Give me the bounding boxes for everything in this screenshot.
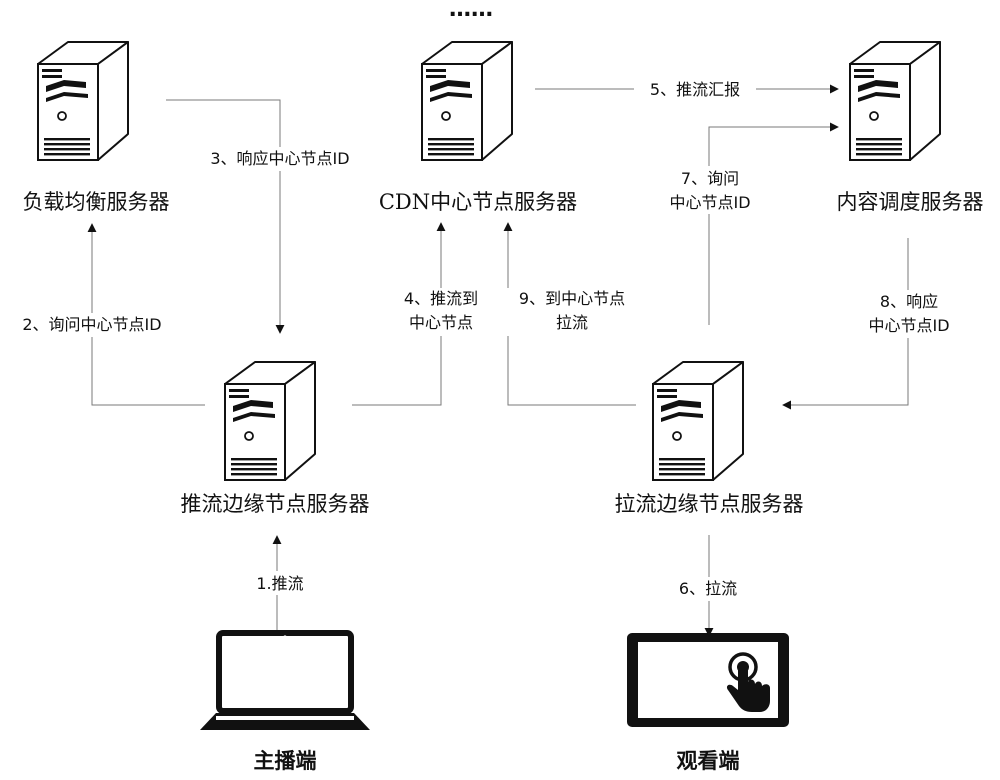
edge-4-line xyxy=(352,222,446,406)
edge-5-label: 5、推流汇报 xyxy=(634,78,756,102)
svg-text:中心节点: 中心节点 xyxy=(409,313,473,332)
svg-text:6、拉流: 6、拉流 xyxy=(679,579,737,598)
edge-7-line xyxy=(708,122,839,325)
edge-7-label: 7、询问 中心节点ID xyxy=(662,166,758,214)
edge-1-label: 1.推流 xyxy=(248,571,312,595)
cdn-center-label: CDN中心节点服务器 xyxy=(379,190,577,214)
pull-edge-server-icon xyxy=(652,361,744,481)
svg-text:3、响应中心节点ID: 3、响应中心节点ID xyxy=(210,149,349,168)
load-balancer-server-icon xyxy=(37,41,129,161)
edge-9-label: 9、到中心节点 拉流 xyxy=(503,288,641,336)
load-balancer-label: 负载均衡服务器 xyxy=(23,190,170,214)
pull-edge-label: 拉流边缘节点服务器 xyxy=(615,492,804,516)
svg-text:中心节点ID: 中心节点ID xyxy=(669,193,750,212)
edge-3-line xyxy=(166,99,285,334)
push-edge-server-icon xyxy=(224,361,316,481)
svg-text:8、响应: 8、响应 xyxy=(880,292,938,311)
edge-2-line xyxy=(87,223,205,406)
edge-8-label: 8、响应 中心节点ID xyxy=(858,290,960,338)
cdn-center-server-icon xyxy=(421,41,513,161)
edge-4-label: 4、推流到 中心节点 xyxy=(394,288,488,336)
laptop-icon xyxy=(200,630,370,730)
touch-hand-icon xyxy=(726,652,770,712)
edge-9-line xyxy=(503,222,636,406)
broadcaster-label: 主播端 xyxy=(254,748,317,773)
ellipsis: …… xyxy=(449,0,493,22)
svg-text:9、到中心节点: 9、到中心节点 xyxy=(519,289,625,308)
tablet-icon xyxy=(627,633,789,727)
svg-text:4、推流到: 4、推流到 xyxy=(404,289,478,308)
content-scheduler-server-icon xyxy=(849,41,941,161)
edge-2-label: 2、询问中心节点ID xyxy=(4,313,180,337)
svg-text:5、推流汇报: 5、推流汇报 xyxy=(650,80,740,99)
svg-text:2、询问中心节点ID: 2、询问中心节点ID xyxy=(22,315,161,334)
push-edge-label: 推流边缘节点服务器 xyxy=(181,492,370,516)
content-scheduler-label: 内容调度服务器 xyxy=(837,190,984,214)
svg-text:拉流: 拉流 xyxy=(556,313,588,332)
svg-text:7、询问: 7、询问 xyxy=(681,169,739,188)
svg-text:中心节点ID: 中心节点ID xyxy=(868,316,949,335)
viewer-label: 观看端 xyxy=(677,748,740,773)
svg-text:1.推流: 1.推流 xyxy=(256,574,303,593)
edge-6-label: 6、拉流 xyxy=(668,577,748,601)
edge-3-label: 3、响应中心节点ID xyxy=(192,147,368,171)
